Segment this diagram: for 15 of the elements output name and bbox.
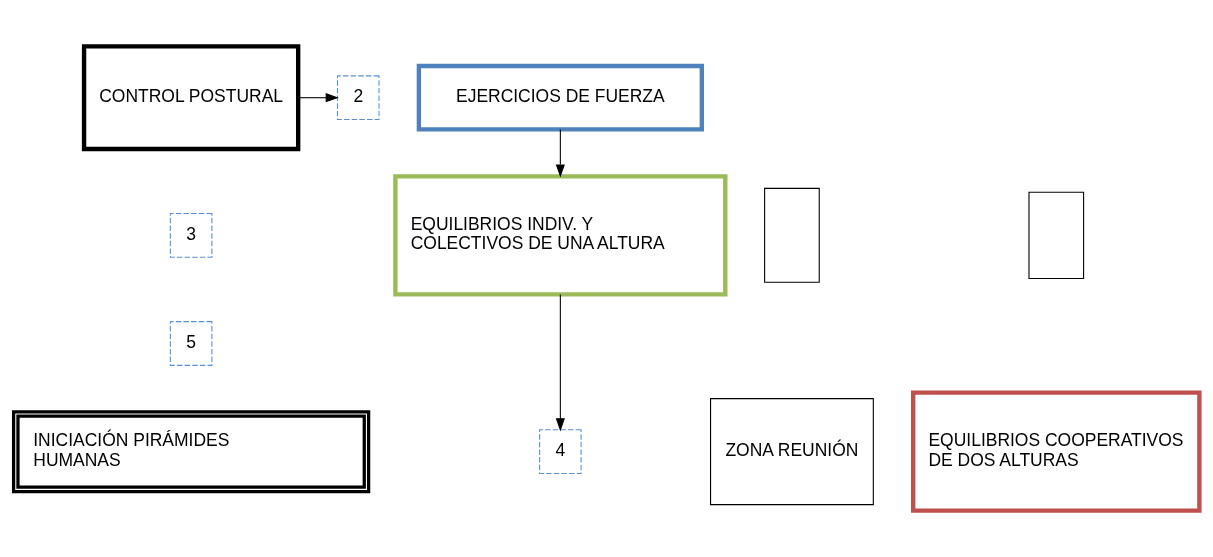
node-box: 3 xyxy=(169,212,213,258)
node-box: EJERCICIOS DE FUERZA xyxy=(416,63,704,132)
arrow xyxy=(297,93,339,103)
node-box: 4 xyxy=(539,429,582,475)
arrow xyxy=(555,129,565,178)
node-box: EQUILIBRIOS COOPERATIVOS DE DOS ALTURAS xyxy=(911,390,1202,513)
node-box: 2 xyxy=(336,75,380,121)
node-box xyxy=(1028,191,1085,280)
arrow xyxy=(555,293,565,432)
node-box: INICIACIÓN PIRÁMIDES HUMANAS xyxy=(11,410,371,494)
node-box: EQUILIBRIOS INDIV. Y COLECTIVOS DE UNA ALTURA xyxy=(393,174,728,297)
node-box xyxy=(764,187,820,283)
node-box: 5 xyxy=(169,321,213,366)
node-box: ZONA REUNIÓN xyxy=(710,398,874,506)
node-box: CONTROL POSTURAL xyxy=(81,44,301,152)
